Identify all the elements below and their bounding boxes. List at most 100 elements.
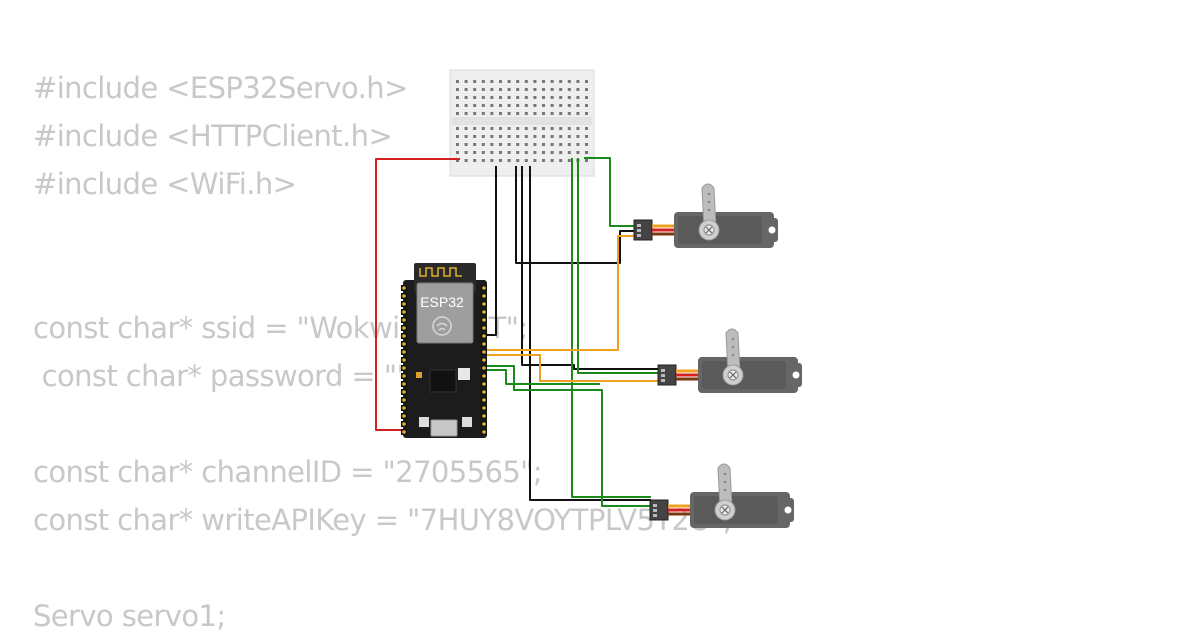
breadboard-hole bbox=[585, 127, 588, 130]
breadboard-hole bbox=[524, 151, 528, 154]
breadboard-hole bbox=[456, 159, 459, 162]
breadboard-hole bbox=[550, 135, 554, 138]
code-line: #include <WiFi.h> bbox=[33, 167, 297, 201]
esp32-reset-button[interactable] bbox=[462, 417, 472, 427]
breadboard-hole bbox=[516, 127, 520, 130]
breadboard-hole bbox=[542, 135, 545, 138]
breadboard-hole bbox=[473, 88, 477, 91]
servo-1[interactable] bbox=[633, 183, 778, 248]
breadboard-hole bbox=[481, 135, 485, 138]
servo-connector-pin bbox=[661, 374, 665, 377]
breadboard-hole bbox=[490, 135, 494, 138]
breadboard-hole bbox=[499, 151, 502, 154]
breadboard-hole bbox=[481, 127, 485, 130]
breadboard-hole bbox=[576, 88, 580, 91]
breadboard-hole bbox=[576, 96, 580, 99]
breadboard-hole bbox=[516, 96, 520, 99]
code-line: #include <HTTPClient.h> bbox=[33, 119, 393, 153]
esp32-pin-pad bbox=[482, 358, 486, 362]
esp32-led bbox=[416, 372, 422, 378]
breadboard-hole bbox=[464, 127, 468, 130]
servo-horn-hole bbox=[731, 345, 735, 349]
esp32-pin-pad bbox=[482, 310, 486, 314]
servo-horn-hole bbox=[707, 200, 711, 204]
esp32-pin-pad bbox=[402, 422, 406, 426]
breadboard-hole bbox=[516, 135, 520, 138]
servo-horn[interactable] bbox=[725, 328, 741, 374]
esp32-pin-pad bbox=[402, 286, 406, 290]
servo-3[interactable] bbox=[649, 463, 794, 528]
breadboard-hole bbox=[481, 143, 485, 146]
breadboard-hole bbox=[585, 159, 588, 162]
breadboard-hole bbox=[550, 159, 554, 162]
breadboard-hole bbox=[542, 80, 545, 83]
breadboard-hole bbox=[456, 143, 459, 146]
breadboard-hole bbox=[533, 151, 537, 154]
breadboard-hole bbox=[456, 135, 459, 138]
breadboard-hole bbox=[585, 135, 588, 138]
breadboard-hole bbox=[524, 127, 528, 130]
wire-green-3 bbox=[571, 158, 651, 498]
servo-horn-hole bbox=[731, 353, 735, 357]
servo-horn[interactable] bbox=[701, 183, 717, 229]
code-background: #include <ESP32Servo.h> #include <HTTPCl… bbox=[33, 64, 732, 633]
breadboard-hole bbox=[585, 151, 588, 154]
breadboard-hole bbox=[490, 143, 494, 146]
breadboard-hole bbox=[567, 127, 571, 130]
breadboard-hole bbox=[481, 96, 485, 99]
esp32-pin-pad bbox=[402, 366, 406, 370]
breadboard-hole bbox=[542, 88, 545, 91]
breadboard-hole bbox=[550, 143, 554, 146]
esp32-pin-pad bbox=[402, 294, 406, 298]
breadboard-hole bbox=[464, 112, 468, 115]
breadboard-hole bbox=[464, 135, 468, 138]
servo-connector bbox=[657, 364, 677, 386]
breadboard-hole bbox=[456, 80, 459, 83]
code-line: const char* channelID = "2705565"; bbox=[33, 455, 543, 489]
breadboard-hole bbox=[585, 96, 588, 99]
servo-horn-hole bbox=[707, 208, 711, 212]
breadboard-hole bbox=[533, 88, 537, 91]
breadboard-hole bbox=[507, 151, 511, 154]
esp32-pin-pad bbox=[482, 390, 486, 394]
breadboard-hole bbox=[524, 135, 528, 138]
servo-horn[interactable] bbox=[717, 463, 733, 509]
breadboard-hole bbox=[585, 88, 588, 91]
breadboard-hole bbox=[576, 135, 580, 138]
servo-connector bbox=[633, 219, 653, 241]
breadboard-hole bbox=[473, 112, 477, 115]
breadboard-hole bbox=[499, 135, 502, 138]
esp32-pin-pad bbox=[482, 342, 486, 346]
code-line: #include <ESP32Servo.h> bbox=[33, 71, 408, 105]
esp32-boot-button[interactable] bbox=[458, 368, 470, 380]
breadboard-hole bbox=[481, 159, 485, 162]
servo-connector-pin bbox=[661, 369, 665, 372]
wire-green-signal-a bbox=[484, 365, 651, 507]
breadboard-hole bbox=[473, 104, 477, 107]
esp32-pin-pad bbox=[482, 350, 486, 354]
breadboard-hole bbox=[550, 151, 554, 154]
esp32-module-shield bbox=[416, 282, 474, 344]
breadboard-hole bbox=[490, 127, 494, 130]
esp32-pin-pad bbox=[402, 430, 406, 434]
wire-orange-2 bbox=[484, 354, 660, 382]
breadboard-hole bbox=[559, 151, 563, 154]
esp32-en-button[interactable] bbox=[419, 417, 429, 427]
breadboard-hole bbox=[576, 104, 580, 107]
servo-2[interactable] bbox=[657, 328, 802, 393]
breadboard-hole bbox=[576, 80, 580, 83]
servo-horn-hole bbox=[731, 337, 735, 341]
wire-black-1 bbox=[484, 166, 497, 336]
breadboard-hole bbox=[516, 80, 520, 83]
breadboard-hole bbox=[567, 159, 571, 162]
breadboard[interactable] bbox=[449, 69, 595, 177]
esp32-pin-pad bbox=[402, 310, 406, 314]
breadboard-hole bbox=[490, 151, 494, 154]
breadboard-hole bbox=[542, 96, 545, 99]
breadboard-hole bbox=[567, 135, 571, 138]
breadboard-hole bbox=[542, 143, 545, 146]
breadboard-hole bbox=[481, 151, 485, 154]
esp32-pin-pad bbox=[482, 294, 486, 298]
esp32-board[interactable]: ESP32 bbox=[401, 263, 487, 438]
breadboard-hole bbox=[507, 143, 511, 146]
